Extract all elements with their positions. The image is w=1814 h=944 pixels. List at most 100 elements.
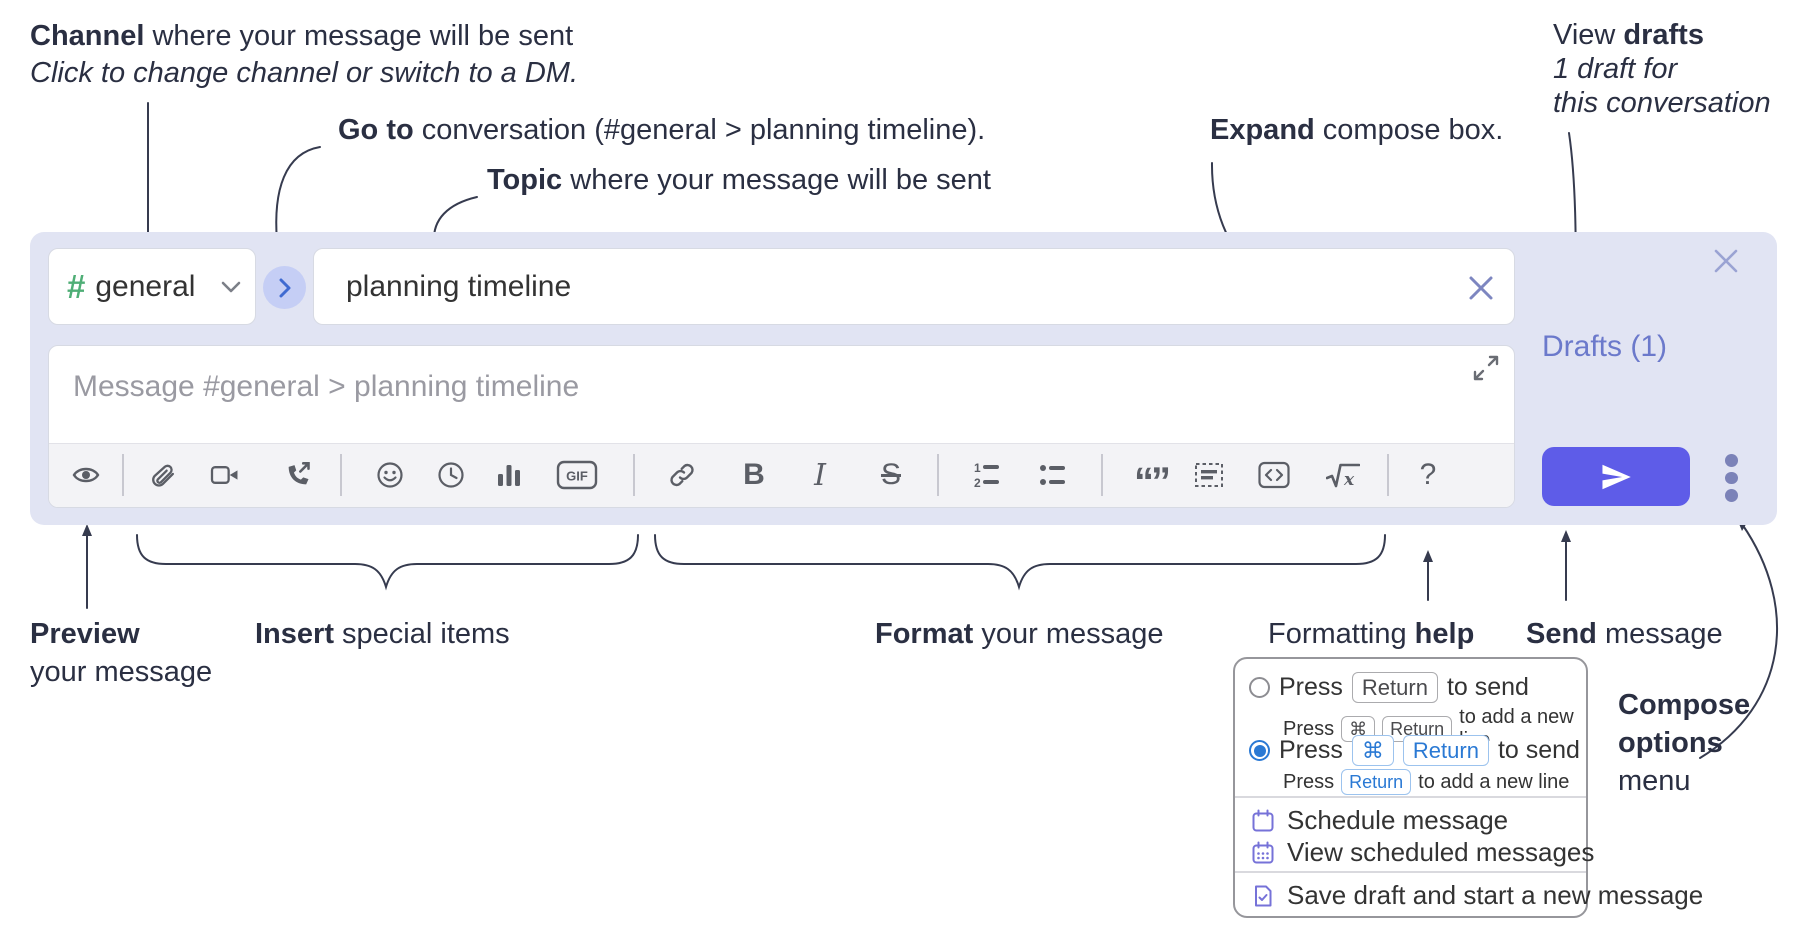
emoji-button[interactable] [368,451,412,499]
channel-selector[interactable]: # general [48,248,256,325]
toolbar-divider [340,454,342,496]
ellipsis-dot [1724,454,1738,467]
smiley-icon [377,462,403,488]
option-return-to-send[interactable]: Press Return to send [1249,672,1529,703]
draft-document-icon [1255,885,1272,906]
math-icon: x [1326,463,1360,489]
gif-icon: GIF [556,460,598,490]
ellipsis-dot [1724,489,1738,503]
numbered-list-icon: 1 2 [974,461,999,489]
return-key: Return [1351,672,1438,703]
annotation-channel: Channel where your message will be sent … [30,18,578,92]
strikethrough-icon: S [880,458,901,491]
annotation-channel-line2: Click to change channel or switch to a D… [30,57,579,89]
spoiler-icon [1195,463,1223,487]
expand-compose-icon[interactable] [1472,354,1500,382]
italic-icon: I [814,457,826,493]
annotation-formatting-help: Formatting help [1268,618,1475,650]
svg-text:1: 1 [974,461,981,475]
annotation-view-drafts: View drafts 1 draft for this conversatio… [1553,19,1771,119]
clock-icon [438,462,464,488]
clear-topic-icon[interactable] [1464,271,1498,305]
toolbar-divider [937,454,939,496]
drafts-link[interactable]: Drafts (1) [1542,330,1668,363]
send-plane-icon [1602,464,1631,489]
annotation-preview: Preview your message [30,618,213,688]
annotation-insert: Insert special items [255,618,510,650]
menu-divider [1235,796,1586,798]
menu-divider [1235,871,1586,873]
calendar-icon [1252,809,1274,831]
bulleted-list-button[interactable] [1031,451,1075,499]
bulleted-list-icon [1040,465,1065,485]
math-button[interactable]: x [1321,451,1365,499]
toolbar-divider [122,454,124,496]
ellipsis-dot [1724,471,1738,485]
eye-icon [72,467,100,483]
poll-button[interactable] [487,451,531,499]
video-camera-icon [210,466,238,484]
annotation-expand: Expand compose box. [1210,114,1504,146]
annotation-compose-options: Compose options menu [1618,689,1751,797]
chevron-right-icon [279,278,290,297]
option-cmd-return-to-send[interactable]: Press ⌘ Return to send [1249,735,1580,766]
message-compose-area: GIF B [48,345,1515,508]
italic-button[interactable]: I [798,451,842,499]
close-compose-icon[interactable] [1711,246,1741,276]
formatting-help-button[interactable]: ? [1406,451,1450,499]
topic-input[interactable] [314,249,1514,324]
annotation-goto: Go to conversation (#general > planning … [338,114,986,146]
global-time-button[interactable] [429,451,473,499]
annotation-topic: Topic where your message will be sent [487,164,991,196]
svg-text:GIF: GIF [566,469,588,484]
toolbar-divider [633,454,635,496]
go-to-conversation-button[interactable] [263,266,306,309]
cmd-key: ⌘ [1351,735,1394,766]
toolbar-divider [1101,454,1103,496]
link-icon [670,463,694,487]
return-key: Return [1341,769,1412,795]
numbered-list-button[interactable]: 1 2 [965,451,1009,499]
link-button[interactable] [660,451,704,499]
voice-call-button[interactable] [276,451,320,499]
compose-options-button[interactable] [1716,454,1746,503]
bar-chart-icon [498,465,520,486]
preview-button[interactable] [64,451,108,499]
bold-icon: B [743,458,765,491]
compose-options-menu: Press Return to send Press ⌘ Return to a… [1233,657,1703,918]
toolbar-divider [1387,454,1389,496]
quote-button[interactable]: “” [1129,451,1173,504]
return-key: Return [1402,735,1489,766]
svg-text:x: x [1343,470,1355,489]
strikethrough-button[interactable]: S [869,451,913,499]
topic-field [313,248,1515,325]
question-mark-icon: ? [1419,458,1437,491]
compose-box: # general [30,232,1777,525]
send-button[interactable] [1542,447,1690,506]
svg-text:2: 2 [974,476,981,489]
annotation-format: Format your message [875,618,1164,650]
bold-button[interactable]: B [732,451,776,499]
menu-item-view-scheduled-messages[interactable]: View scheduled messages [1251,837,1594,868]
code-button[interactable] [1252,451,1296,499]
gif-button[interactable]: GIF [555,451,599,499]
paperclip-icon [152,464,175,487]
compose-toolbar: GIF B [49,443,1514,507]
message-textarea[interactable] [49,346,1514,444]
video-call-button[interactable] [203,451,247,499]
menu-item-schedule-message[interactable]: Schedule message [1251,805,1508,836]
phone-call-icon [288,462,310,485]
spoiler-button[interactable] [1187,451,1231,499]
annotation-send: Send message [1526,618,1723,650]
attach-file-button[interactable] [141,451,185,499]
radio-selected-icon[interactable] [1249,740,1270,761]
code-icon [1258,461,1290,489]
quote-icon: “” [1134,460,1171,504]
radio-unselected-icon[interactable] [1249,677,1270,698]
annotation-channel-bold: Channel [30,20,145,52]
menu-item-save-draft[interactable]: Save draft and start a new message [1251,880,1703,911]
calendar-list-icon [1252,841,1274,863]
chevron-down-icon [221,281,241,292]
channel-hash-icon: # [67,267,86,305]
